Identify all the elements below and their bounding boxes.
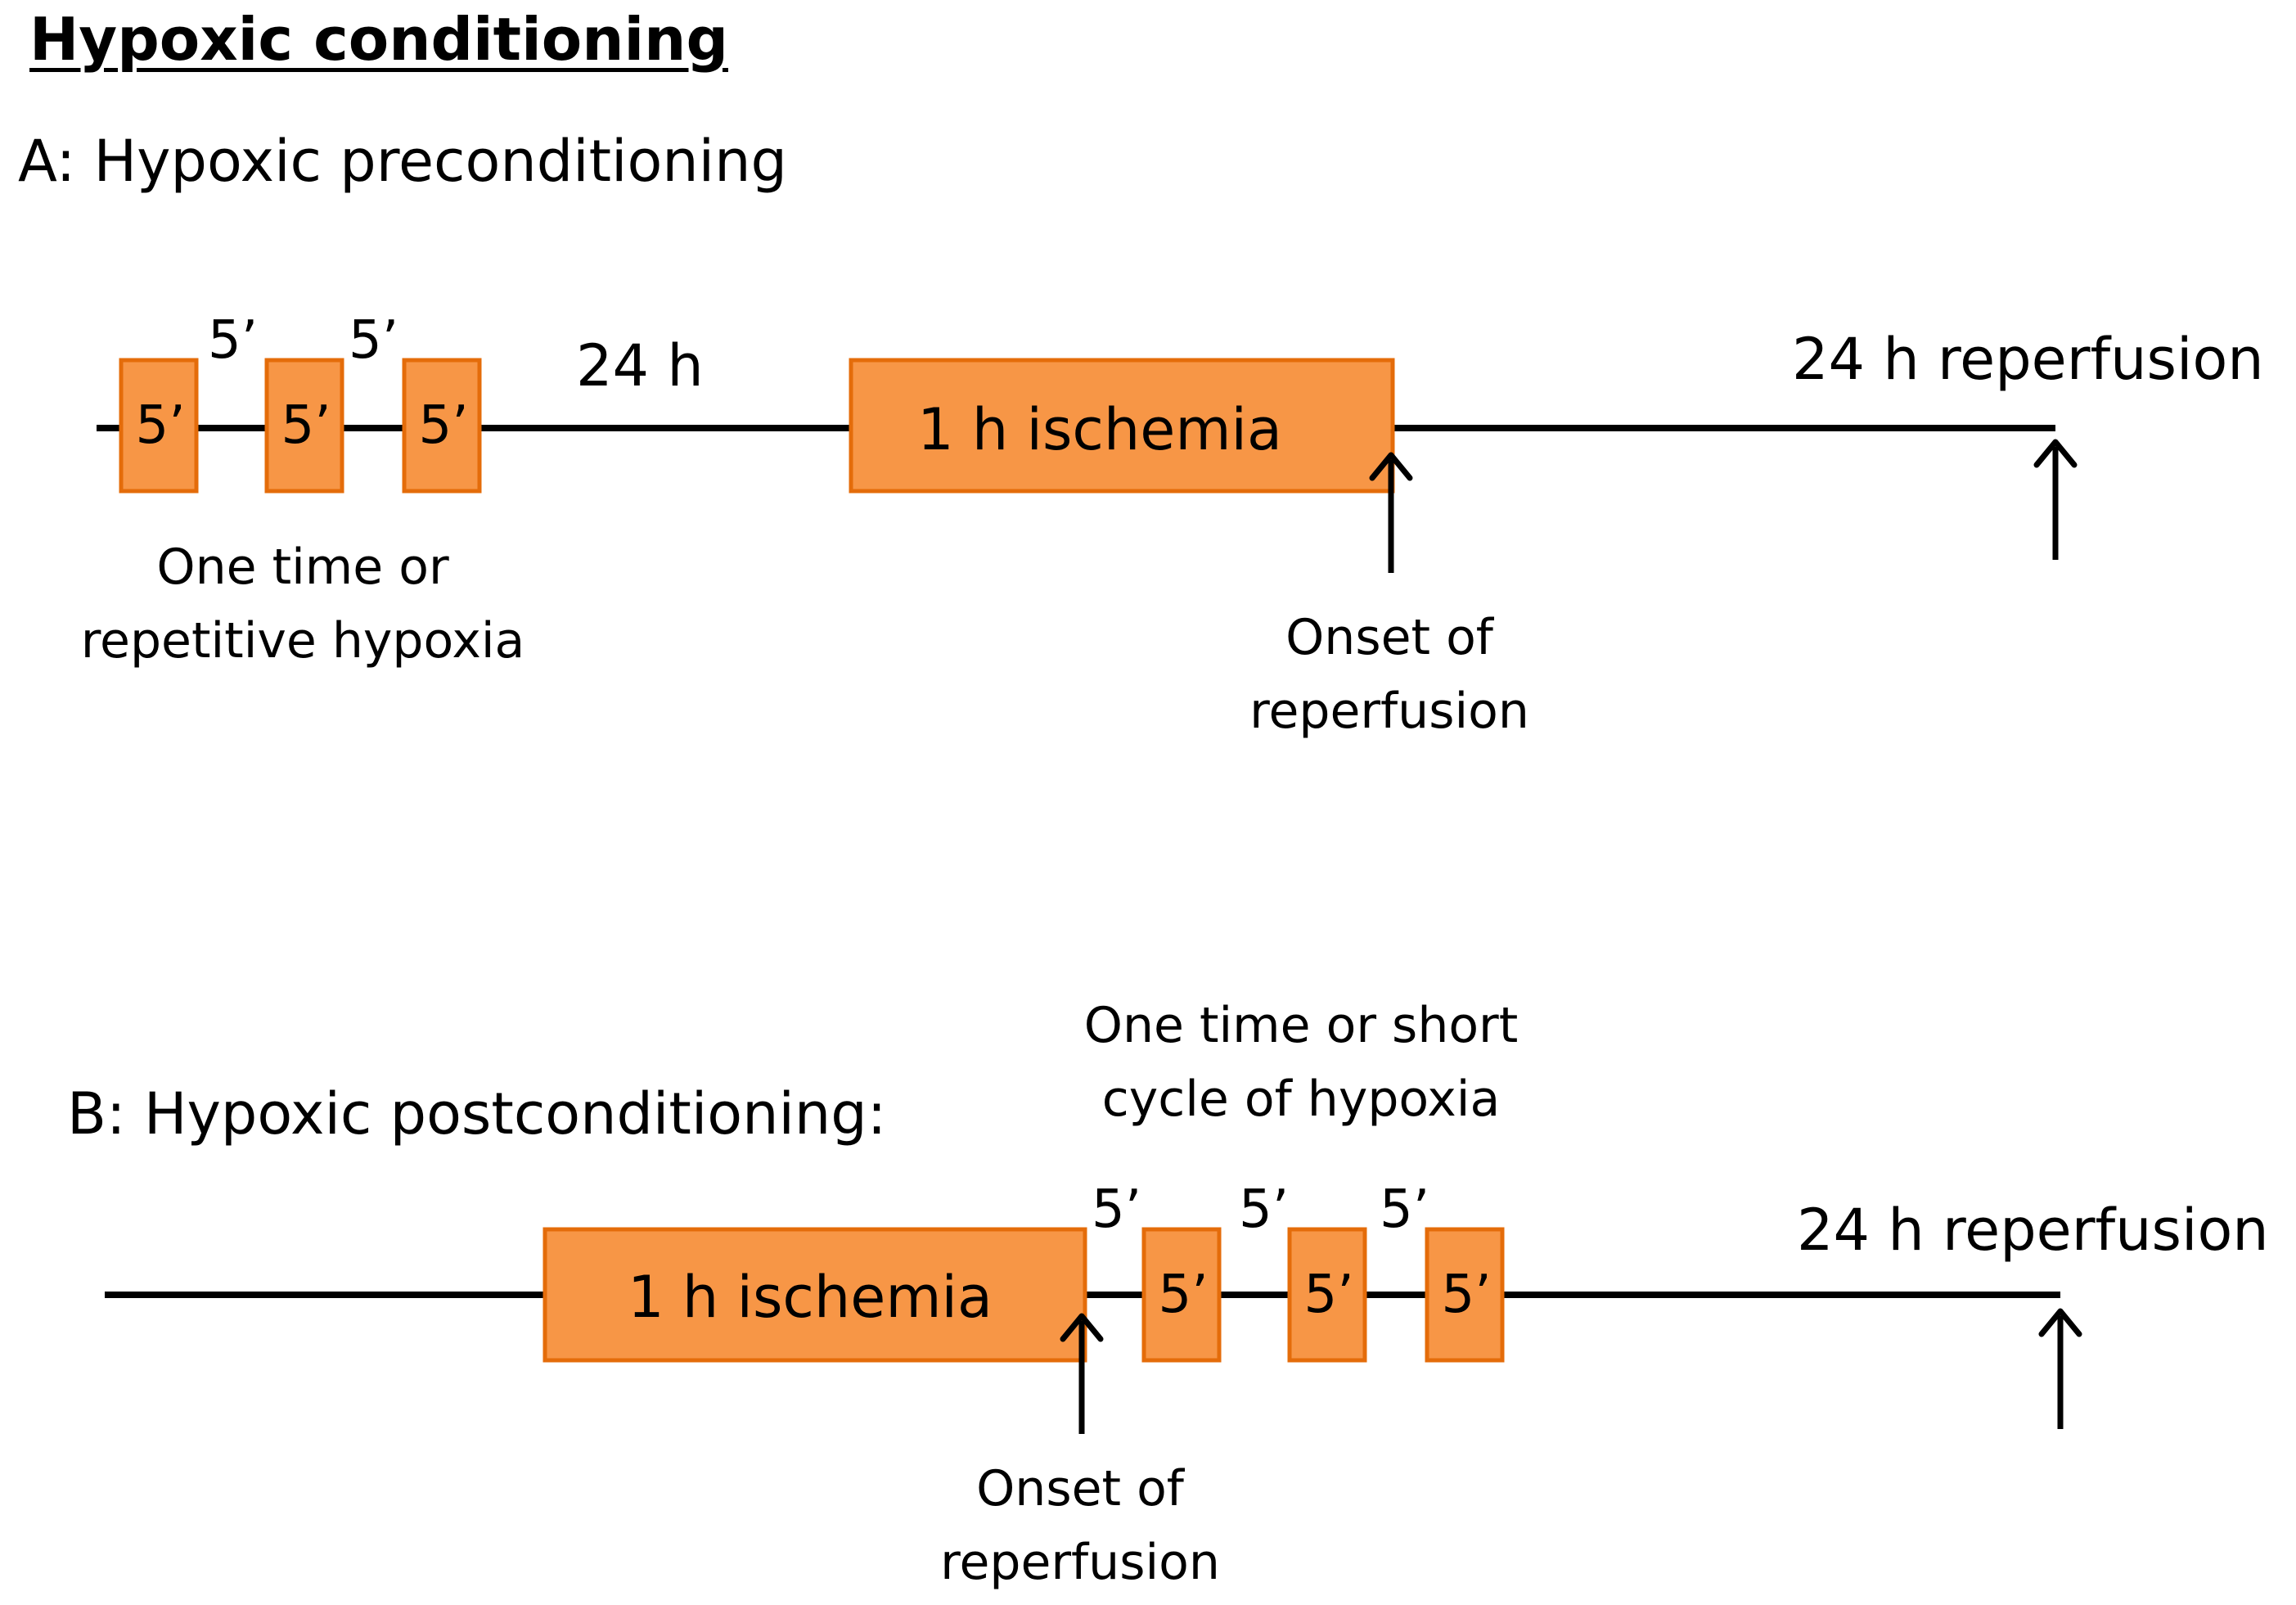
end-arrow-a	[2033, 439, 2078, 560]
reperfusion-label-a: 24 h reperfusion	[1792, 326, 2264, 393]
hypoxia-box-b-2-label: 5’	[1303, 1265, 1354, 1325]
onset-label-a-line1: Onset of	[1285, 609, 1493, 666]
hypoxia-box-b-1-label: 5’	[1158, 1265, 1209, 1325]
ischemia-box-b	[542, 1227, 1087, 1363]
onset-arrow-b	[1060, 1313, 1104, 1434]
reperfusion-label-b: 24 h reperfusion	[1797, 1197, 2269, 1264]
hypoxia-box-b-3-label: 5’	[1441, 1265, 1492, 1325]
hypoxia-box-b-2	[1287, 1227, 1367, 1363]
ischemia-label-b: 1 h ischemia	[628, 1264, 993, 1331]
interval-label-b-3: 5’	[1380, 1179, 1430, 1240]
onset-label-b-line2: reperfusion	[940, 1534, 1220, 1591]
onset-label-a: Onset of reperfusion	[1249, 601, 1529, 748]
ischemia-label-a: 1 h ischemia	[917, 396, 1282, 463]
panel-a-heading: A: Hypoxic preconditioning	[18, 128, 787, 195]
onset-label-b: Onset of reperfusion	[940, 1452, 1220, 1599]
ischemia-box-a	[849, 358, 1395, 494]
onset-label-b-line1: Onset of	[976, 1460, 1184, 1517]
hypoxia-note-b-line1: One time or short	[1083, 997, 1519, 1054]
panel-b-heading: B: Hypoxic postconditioning:	[67, 1080, 887, 1147]
hypoxia-note-a-line2: repetitive hypoxia	[80, 612, 525, 670]
hypoxia-box-b-1	[1141, 1227, 1222, 1363]
onset-label-a-line2: reperfusion	[1249, 683, 1529, 740]
interval-label-b-1: 5’	[1092, 1179, 1142, 1240]
hypoxia-box-a-3-label: 5’	[418, 395, 469, 456]
interval-label-b-2: 5’	[1239, 1179, 1290, 1240]
hypoxia-box-a-1-label: 5’	[135, 395, 186, 456]
hypoxia-box-a-2-label: 5’	[281, 395, 331, 456]
hypoxia-note-a-line1: One time or	[156, 539, 449, 596]
hypoxia-note-b: One time or short cycle of hypoxia	[1084, 989, 1519, 1136]
interval-label-a-2: 5’	[349, 310, 399, 371]
gap-label-a: 24 h	[576, 332, 704, 399]
hypoxia-box-a-1	[119, 358, 199, 494]
hypoxia-note-a: One time or repetitive hypoxia	[81, 530, 525, 678]
diagram-title: Hypoxic conditioning	[29, 5, 728, 74]
hypoxia-box-a-2	[264, 358, 344, 494]
hypoxia-note-b-line2: cycle of hypoxia	[1101, 1071, 1501, 1128]
interval-label-a-1: 5’	[208, 310, 259, 371]
hypoxia-box-a-3	[402, 358, 482, 494]
end-arrow-b	[2038, 1308, 2082, 1429]
hypoxia-box-b-3	[1425, 1227, 1505, 1363]
onset-arrow-a	[1369, 452, 1413, 573]
